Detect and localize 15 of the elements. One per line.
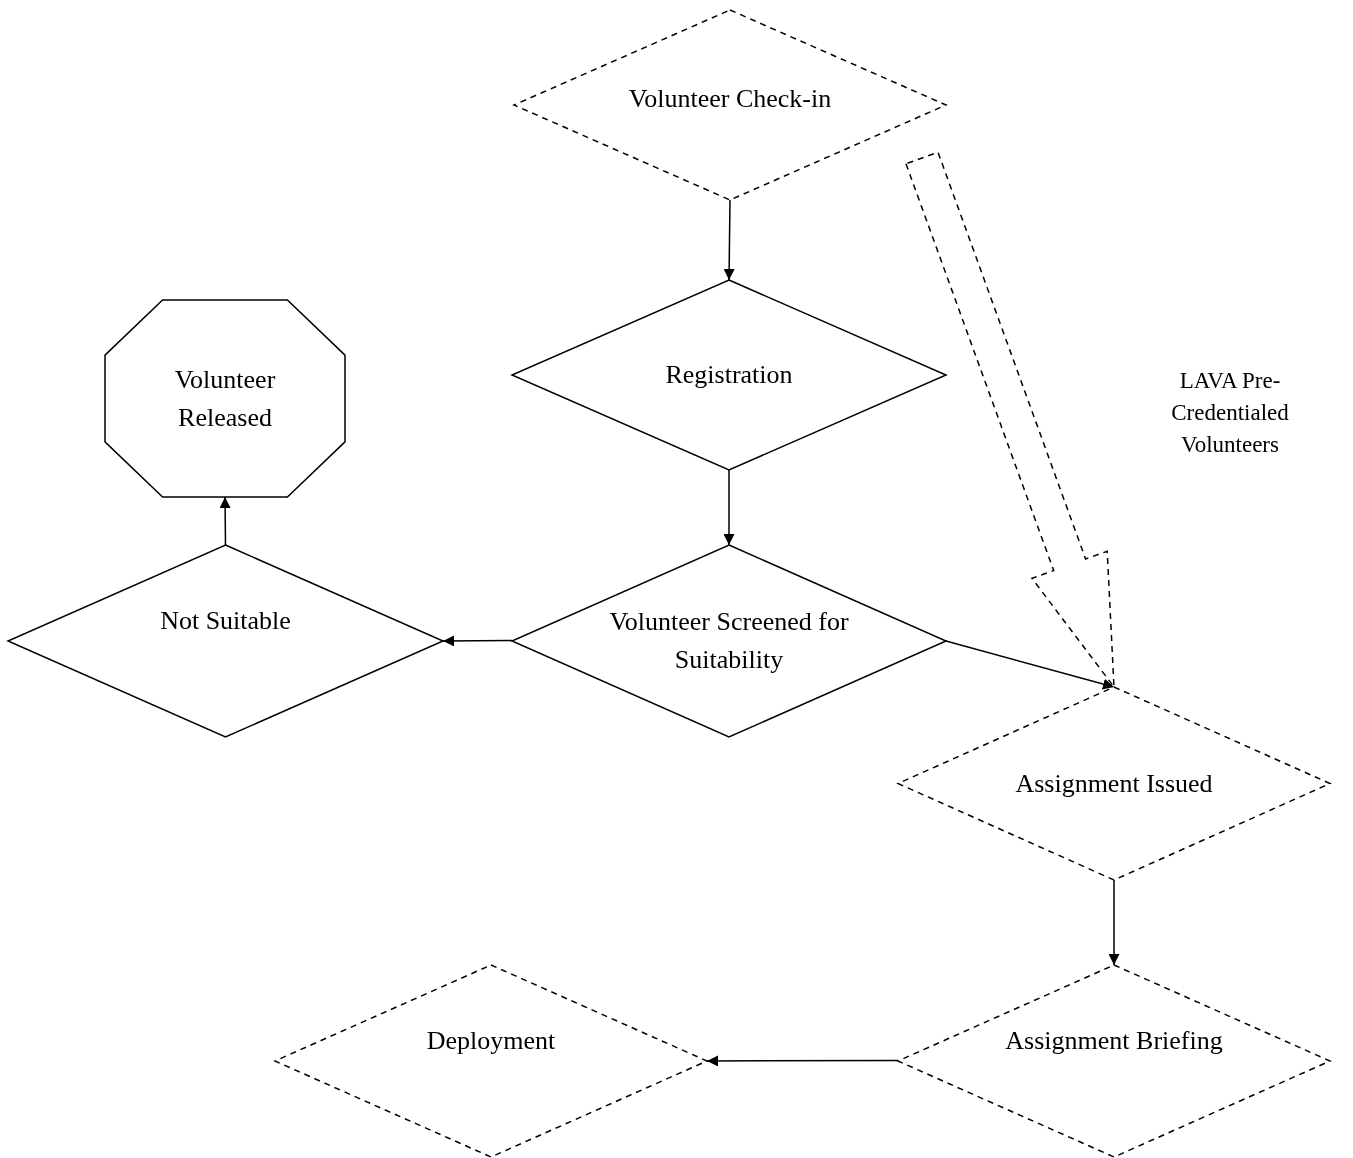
arrow: [723, 199, 735, 281]
arrow: [442, 635, 513, 647]
arrow: [706, 1055, 899, 1067]
arrow: [945, 640, 1115, 690]
node-label: Deployment: [425, 1025, 557, 1058]
node-label: Volunteer Check-in: [627, 83, 833, 116]
node-label: Assignment Issued: [1014, 767, 1214, 800]
arrow: [1108, 879, 1120, 966]
node-label: Assignment Briefing: [1004, 1025, 1224, 1058]
node-label: Volunteer Released: [173, 363, 277, 434]
node-label: Registration: [664, 359, 794, 392]
node-label: Not Suitable: [159, 605, 292, 638]
node-label: Volunteer Screened for Suitability: [608, 606, 850, 676]
arrow: [723, 469, 735, 546]
arrow: [219, 496, 231, 546]
